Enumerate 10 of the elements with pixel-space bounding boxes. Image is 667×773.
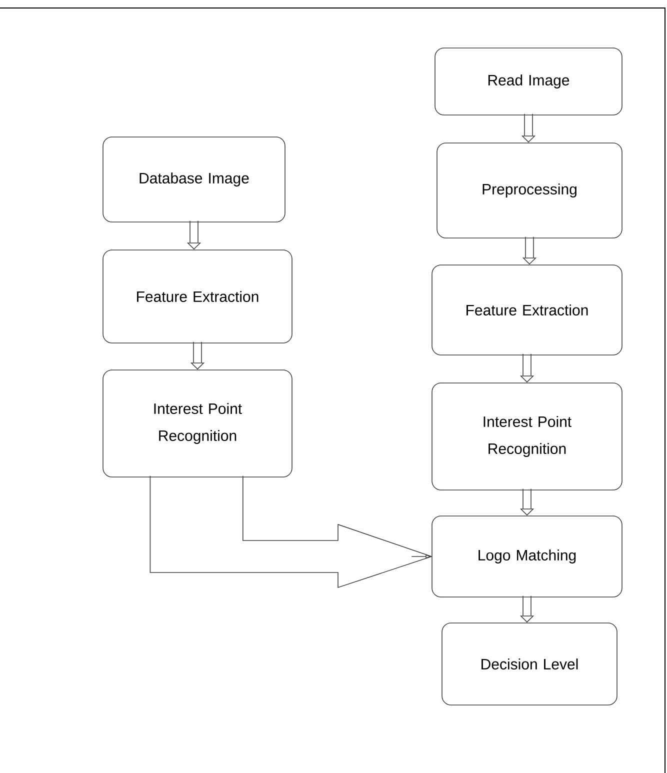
process-box: Database Image [102, 136, 286, 222]
process-box: Decision Level [442, 622, 618, 706]
process-box: Interest Point Recognition [102, 370, 292, 478]
process-box: Feature Extraction [102, 250, 292, 344]
process-box: Read Image [434, 48, 622, 116]
process-box: Interest Point Recognition [432, 382, 622, 490]
process-box: Preprocessing [436, 142, 622, 238]
process-box: Feature Extraction [432, 264, 622, 356]
block-arrow [150, 476, 432, 588]
process-box: Logo Matching [432, 516, 622, 598]
